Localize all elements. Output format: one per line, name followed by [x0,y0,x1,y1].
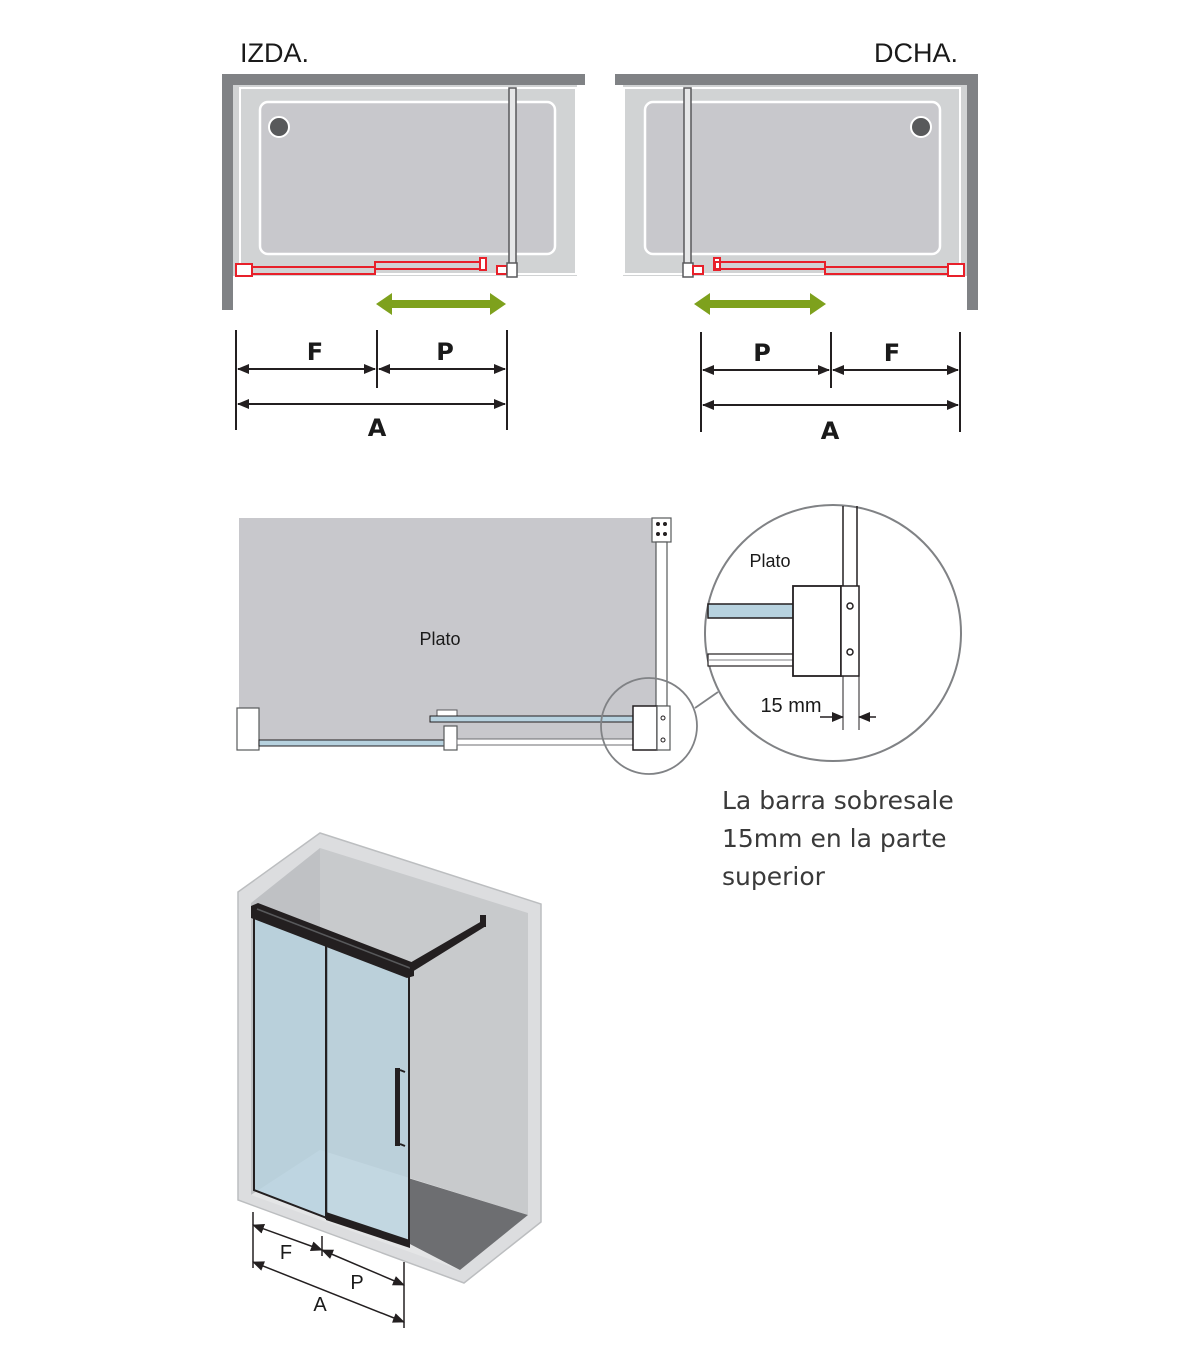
sliding-arrow-icon [376,293,506,315]
drain-icon [910,116,932,138]
sliding-glass [258,739,445,747]
note-line-1: La barra sobresale [722,786,954,815]
wall-side [222,74,233,310]
top-right-plan: DCHA. P F A [615,38,978,445]
fixed-glass-panel [253,912,328,1220]
fixed-post [508,87,517,271]
drain-icon [268,116,290,138]
wall-top [222,74,585,85]
detail-profile [792,585,842,677]
door-handle [395,1068,400,1146]
wall-side [967,74,978,310]
bottom-guide [326,1212,410,1248]
plan-tray-label: Plato [419,629,460,649]
dimension-lines-right [700,332,961,432]
detail-callout-circle [600,677,698,775]
dim-p-right: P [753,339,771,367]
detail-tray-label: Plato [749,551,790,571]
iso-dim-f: F [280,1242,292,1264]
isometric-view: F P A [237,832,542,1328]
dim-a-right: A [821,417,840,445]
rail-right [692,257,965,277]
side-label-left: IZDA. [240,38,309,68]
detail-glass [707,603,795,619]
detail-measure: 15 mm [760,695,821,717]
note-line-3: superior [722,862,825,891]
callout-connector [694,691,719,709]
note-line-2: 15mm en la parte [722,824,947,853]
guide-rail [456,738,634,746]
wall-profile [236,707,260,751]
rail-left [235,257,508,277]
tray-area [239,518,657,742]
floor-shadow [408,1178,528,1270]
sliding-arrow-icon [694,293,826,315]
side-label-right: DCHA. [874,38,958,68]
iso-dimension-lines [252,1212,405,1328]
tray-inner [258,100,557,256]
iso-dim-a: A [313,1294,327,1316]
wall-top [615,74,978,85]
dim-f-left: F [307,338,323,366]
stabiliser-bar [408,921,486,972]
overhang-note: La barra sobresale 15mm en la parte supe… [722,782,1022,896]
middle-plan: Plato [236,517,719,775]
fixed-post [683,87,692,271]
dim-p-left: P [436,338,454,366]
detail-zoom: Plato 15 mm [704,504,962,762]
iso-dim-p: P [350,1272,363,1294]
top-left-plan: IZDA. F P A [222,38,585,442]
dim-a-left: A [368,414,387,442]
wall-bracket [651,517,672,543]
dimension-lines-left [235,330,508,430]
dim-f-right: F [884,339,900,367]
tray-inner [643,100,942,256]
